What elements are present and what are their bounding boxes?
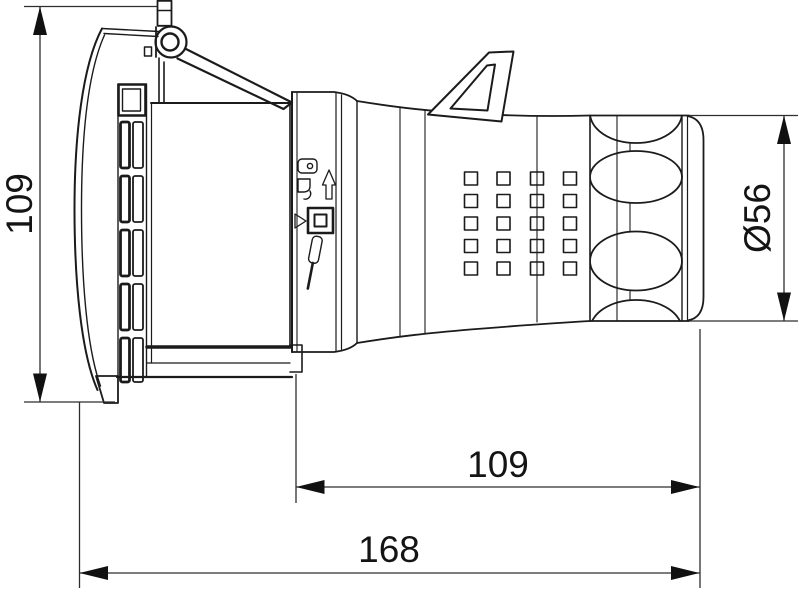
collar-top-edge	[291, 91, 358, 102]
latch-lever	[427, 50, 515, 123]
hinge-knuckle	[154, 25, 188, 59]
insert-arrow	[321, 169, 337, 200]
lid-catch	[143, 46, 153, 57]
hinge-arm	[176, 47, 294, 111]
grip-dot	[529, 261, 545, 276]
arrow-right-icon	[671, 566, 700, 580]
grip-dot	[463, 261, 479, 276]
socket-length-dimension-label: 109	[467, 444, 529, 485]
slot	[132, 121, 144, 169]
arrow-up-icon	[33, 6, 47, 35]
lid-inner-edge	[80, 34, 106, 387]
lid-outer-edge	[73, 27, 103, 391]
lid-lip-top	[101, 27, 160, 38]
arrow-up-icon	[777, 115, 791, 144]
slot	[119, 282, 131, 332]
slot	[132, 229, 144, 277]
arrow-down-icon	[777, 292, 791, 321]
main-body	[115, 102, 303, 379]
grip-dot	[496, 261, 511, 276]
dimension-arrowheads	[33, 6, 791, 580]
gland-corrugation	[590, 115, 683, 321]
slot-top-box	[117, 83, 147, 117]
hinge-bracket	[158, 57, 165, 104]
diameter-dimension-label: Ø56	[737, 183, 778, 253]
lid-bottom-foot	[95, 375, 119, 404]
grip-dot	[529, 171, 545, 186]
slot	[119, 336, 131, 384]
height-dimension-label: 109	[0, 173, 40, 235]
gland-bump	[591, 299, 681, 321]
arrow-down-icon	[33, 373, 47, 402]
slot	[119, 120, 131, 170]
slot	[132, 337, 144, 383]
dimension-labels: 109 Ø56 109 168	[0, 173, 778, 570]
lid-hinge	[143, 0, 294, 111]
hinge-pivot-hole	[160, 32, 180, 52]
dimension-lines	[24, 5, 798, 588]
grip-dot	[529, 238, 545, 254]
gland-end-cap	[686, 115, 705, 322]
grip-texture-dots	[463, 171, 578, 276]
slot	[119, 174, 131, 224]
gland-bump	[590, 230, 683, 292]
grip-dot	[529, 193, 545, 209]
grip-dot	[463, 238, 479, 254]
screwdriver-icon	[306, 235, 323, 290]
grip-dot	[562, 193, 578, 209]
total-length-dimension-label: 168	[358, 529, 420, 570]
grip-dot	[562, 261, 578, 276]
body-bottom-step	[289, 344, 303, 373]
grip-dot	[529, 216, 545, 231]
grip-dot	[463, 216, 479, 231]
arrow-right-icon	[671, 480, 700, 494]
hinge-pin	[156, 0, 173, 27]
slot	[119, 228, 131, 278]
collar-ring	[291, 91, 358, 353]
grip-dot	[496, 193, 511, 209]
grip-dot	[463, 193, 479, 209]
grip-dot	[496, 171, 511, 186]
gland-bump	[590, 115, 683, 144]
cable-gland	[589, 114, 705, 322]
grip-dot	[496, 216, 511, 231]
grip-dot	[463, 171, 479, 186]
unlock-arrow-icon	[297, 158, 337, 200]
arrow-left-icon	[79, 566, 108, 580]
arrow-left-icon	[296, 480, 325, 494]
press-square-icon	[294, 206, 335, 235]
slot	[132, 283, 144, 331]
slot	[132, 175, 144, 223]
grip-dot	[496, 238, 511, 254]
front-lid-disc	[73, 27, 160, 404]
grip-dot	[562, 238, 578, 254]
collar-bottom-edge	[291, 342, 358, 353]
grip-dot	[562, 216, 578, 231]
connector-device	[73, 0, 705, 404]
grip-section	[356, 100, 591, 344]
seal-slot-column	[117, 83, 153, 384]
gland-bump	[590, 150, 683, 204]
grip-bottom-contour	[356, 320, 591, 344]
grip-dot	[562, 171, 578, 186]
